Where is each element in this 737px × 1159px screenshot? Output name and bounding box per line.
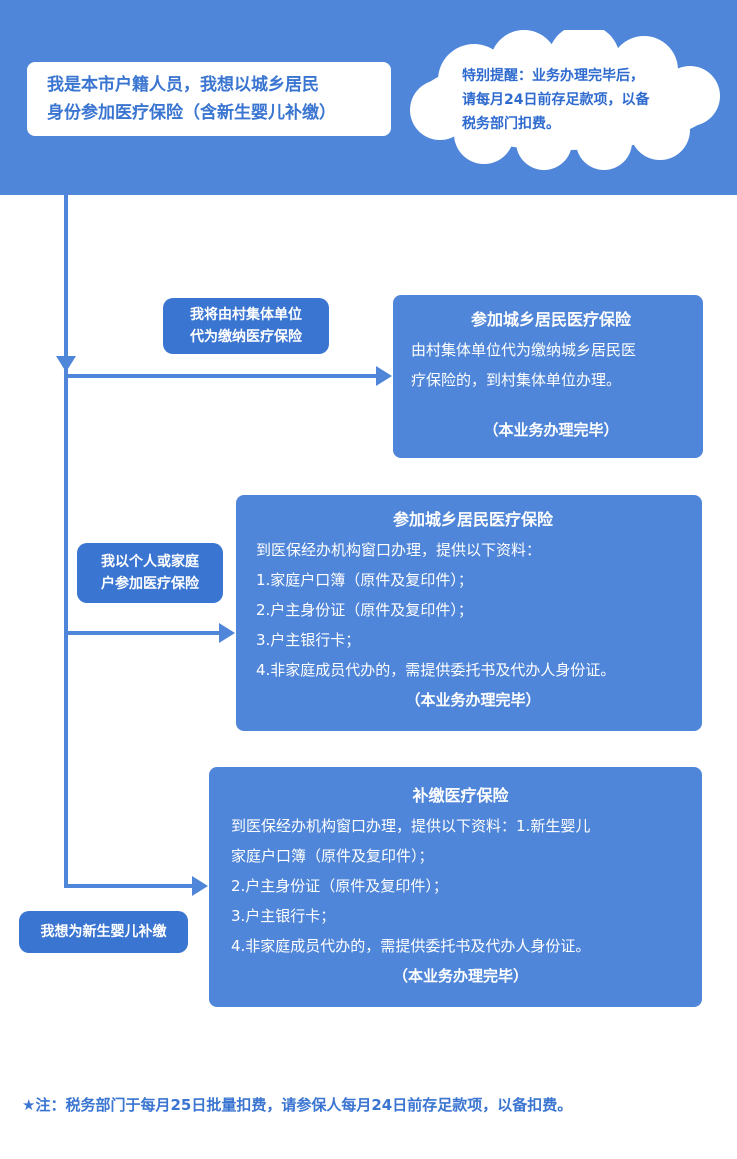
branch-label-line: 代为缴纳医疗保险 [190, 329, 302, 345]
reminder-cloud: 特别提醒：业务办理完毕后， 请每月24日前存足款项，以备 税务部门扣费。 [404, 30, 729, 170]
branch-label-line: 户参加医疗保险 [101, 576, 199, 592]
arrow-down-icon [56, 356, 76, 372]
branch-label-individual: 我以个人或家庭 户参加医疗保险 [77, 543, 223, 603]
arrow-right-icon [192, 876, 208, 896]
result-done: （本业务办理完毕） [483, 421, 619, 439]
footnote: ★注：税务部门于每月25日批量扣费，请参保人每月24日前存足款项，以备扣费。 [22, 1096, 573, 1114]
result-line: 2.户主身份证（原件及复印件）； [256, 601, 473, 619]
reminder-line: 请每月24日前存足款项，以备 [462, 92, 650, 108]
result-line: 2.户主身份证（原件及复印件）； [231, 877, 448, 895]
branch-label-line: 我想为新生婴儿补缴 [40, 924, 167, 940]
branch-label-village: 我将由村集体单位 代为缴纳医疗保险 [163, 298, 329, 354]
result-line: 到医保经办机构窗口办理，提供以下资料： [256, 541, 542, 559]
arrow-right-icon [376, 366, 392, 386]
result-line: 3.户主银行卡； [231, 907, 336, 925]
result-box-individual: 参加城乡居民医疗保险 到医保经办机构窗口办理，提供以下资料： 1.家庭户口簿（原… [236, 495, 702, 731]
start-line: 我是本市户籍人员，我想以城乡居民 [47, 75, 319, 95]
result-line: 1.家庭户口簿（原件及复印件）； [256, 571, 473, 589]
arrow-right-icon [219, 623, 235, 643]
result-title: 补缴医疗保险 [412, 786, 509, 805]
result-line: 由村集体单位代为缴纳城乡居民医 [411, 341, 637, 359]
result-line: 3.户主银行卡； [256, 631, 361, 649]
start-line: 身份参加医疗保险（含新生婴儿补缴） [47, 103, 336, 123]
cloud-shape [410, 30, 720, 170]
result-title: 参加城乡居民医疗保险 [470, 310, 631, 329]
branch-label-line: 我以个人或家庭 [101, 554, 199, 570]
result-line: 4.非家庭成员代办的，需提供委托书及代办人身份证。 [231, 937, 591, 955]
result-title: 参加城乡居民医疗保险 [392, 510, 553, 529]
start-box: 我是本市户籍人员，我想以城乡居民 身份参加医疗保险（含新生婴儿补缴） [27, 62, 391, 136]
result-done: （本业务办理完毕） [405, 691, 541, 709]
branch-label-line: 我将由村集体单位 [190, 307, 302, 323]
result-box-newborn: 补缴医疗保险 到医保经办机构窗口办理，提供以下资料：1.新生婴儿 家庭户口簿（原… [209, 767, 702, 1007]
result-line: 到医保经办机构窗口办理，提供以下资料：1.新生婴儿 [231, 817, 591, 835]
result-line: 疗保险的，到村集体单位办理。 [411, 371, 622, 389]
result-line: 家庭户口簿（原件及复印件）； [231, 847, 434, 865]
branch-label-newborn: 我想为新生婴儿补缴 [19, 911, 188, 953]
reminder-line: 税务部门扣费。 [462, 116, 560, 132]
result-done: （本业务办理完毕） [392, 967, 528, 985]
reminder-line: 特别提醒：业务办理完毕后， [462, 68, 644, 84]
reminder-text: 特别提醒：业务办理完毕后， 请每月24日前存足款项，以备 税务部门扣费。 [462, 64, 712, 136]
result-line: 4.非家庭成员代办的，需提供委托书及代办人身份证。 [256, 661, 616, 679]
result-box-village: 参加城乡居民医疗保险 由村集体单位代为缴纳城乡居民医 疗保险的，到村集体单位办理… [393, 295, 703, 458]
